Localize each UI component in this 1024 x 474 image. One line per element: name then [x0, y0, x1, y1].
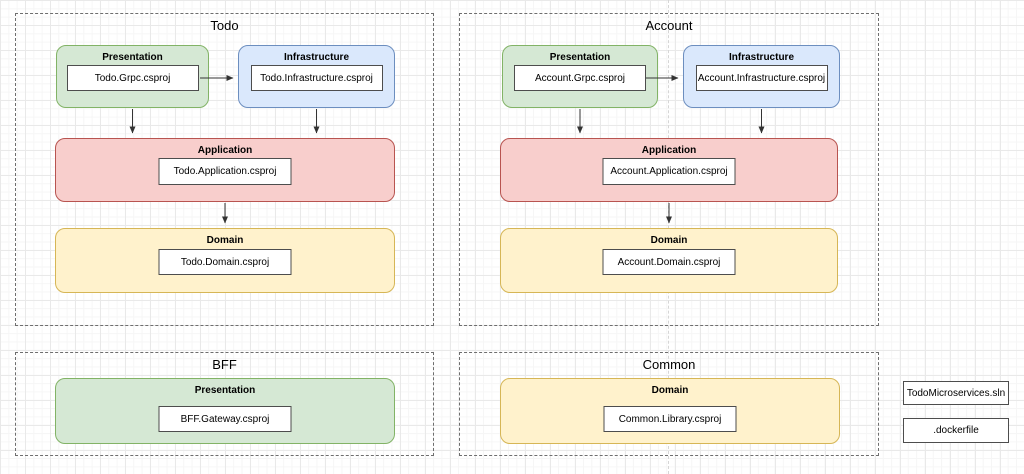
todo-infrastructure-project-label: Todo.Infrastructure.csproj	[260, 72, 373, 84]
todo-presentation-label: Presentation	[102, 52, 163, 63]
bff-gateway-project-box[interactable]: BFF.Gateway.csproj	[158, 406, 292, 432]
todo-infrastructure-node[interactable]: Infrastructure Todo.Infrastructure.cspro…	[238, 45, 395, 108]
bff-presentation-label: Presentation	[194, 385, 256, 396]
bff-group[interactable]: BFF	[15, 352, 434, 456]
todo-domain-node[interactable]: Domain Todo.Domain.csproj	[55, 228, 395, 293]
account-infrastructure-project-box[interactable]: Account.Infrastructure.csproj	[695, 65, 828, 91]
common-domain-label: Domain	[651, 385, 689, 396]
account-presentation-label: Presentation	[549, 52, 611, 63]
common-library-project-box[interactable]: Common.Library.csproj	[603, 406, 737, 432]
account-domain-project-box[interactable]: Account.Domain.csproj	[602, 249, 736, 275]
solution-file-box[interactable]: TodoMicroservices.sln	[903, 381, 1009, 405]
bff-presentation-node[interactable]: Presentation BFF.Gateway.csproj	[55, 378, 395, 444]
todo-grpc-project-box[interactable]: Todo.Grpc.csproj	[66, 65, 199, 91]
todo-application-label: Application	[197, 145, 253, 156]
account-grpc-project-label: Account.Grpc.csproj	[534, 72, 626, 84]
account-group-title: Account	[645, 18, 693, 33]
account-grpc-project-box[interactable]: Account.Grpc.csproj	[514, 65, 646, 91]
common-domain-node[interactable]: Domain Common.Library.csproj	[500, 378, 840, 444]
todo-domain-label: Domain	[206, 235, 244, 246]
todo-application-project-box[interactable]: Todo.Application.csproj	[158, 158, 292, 185]
todo-infrastructure-label: Infrastructure	[283, 52, 349, 63]
account-domain-project-label: Account.Domain.csproj	[617, 256, 721, 268]
bff-group-title: BFF	[212, 357, 237, 372]
account-domain-label: Domain	[650, 235, 688, 246]
todo-presentation-node[interactable]: Presentation Todo.Grpc.csproj	[56, 45, 209, 108]
account-application-label: Application	[641, 145, 697, 156]
solution-file-label: TodoMicroservices.sln	[906, 387, 1006, 399]
todo-grpc-project-label: Todo.Grpc.csproj	[94, 72, 171, 84]
account-application-project-label: Account.Application.csproj	[610, 166, 728, 177]
todo-group-title: Todo	[210, 18, 239, 33]
todo-group[interactable]: Todo	[15, 13, 434, 326]
account-application-node[interactable]: Application Account.Application.csproj	[500, 138, 838, 202]
dockerfile-box[interactable]: .dockerfile	[903, 418, 1009, 443]
account-domain-node[interactable]: Domain Account.Domain.csproj	[500, 228, 838, 293]
common-group-title: Common	[642, 357, 696, 372]
dockerfile-label: .dockerfile	[933, 425, 979, 436]
account-presentation-node[interactable]: Presentation Account.Grpc.csproj	[502, 45, 658, 108]
common-group[interactable]: Common	[459, 352, 879, 456]
account-application-project-box[interactable]: Account.Application.csproj	[602, 158, 736, 185]
account-infrastructure-label: Infrastructure	[728, 52, 794, 63]
todo-application-node[interactable]: Application Todo.Application.csproj	[55, 138, 395, 202]
account-infrastructure-project-label: Account.Infrastructure.csproj	[697, 72, 826, 84]
todo-application-project-label: Todo.Application.csproj	[173, 166, 277, 177]
todo-infrastructure-project-box[interactable]: Todo.Infrastructure.csproj	[250, 65, 383, 91]
todo-domain-project-box[interactable]: Todo.Domain.csproj	[158, 249, 292, 275]
todo-domain-project-label: Todo.Domain.csproj	[180, 256, 270, 268]
bff-gateway-project-label: BFF.Gateway.csproj	[180, 413, 270, 425]
account-group[interactable]: Account	[459, 13, 879, 326]
account-infrastructure-node[interactable]: Infrastructure Account.Infrastructure.cs…	[683, 45, 840, 108]
common-library-project-label: Common.Library.csproj	[618, 413, 722, 425]
